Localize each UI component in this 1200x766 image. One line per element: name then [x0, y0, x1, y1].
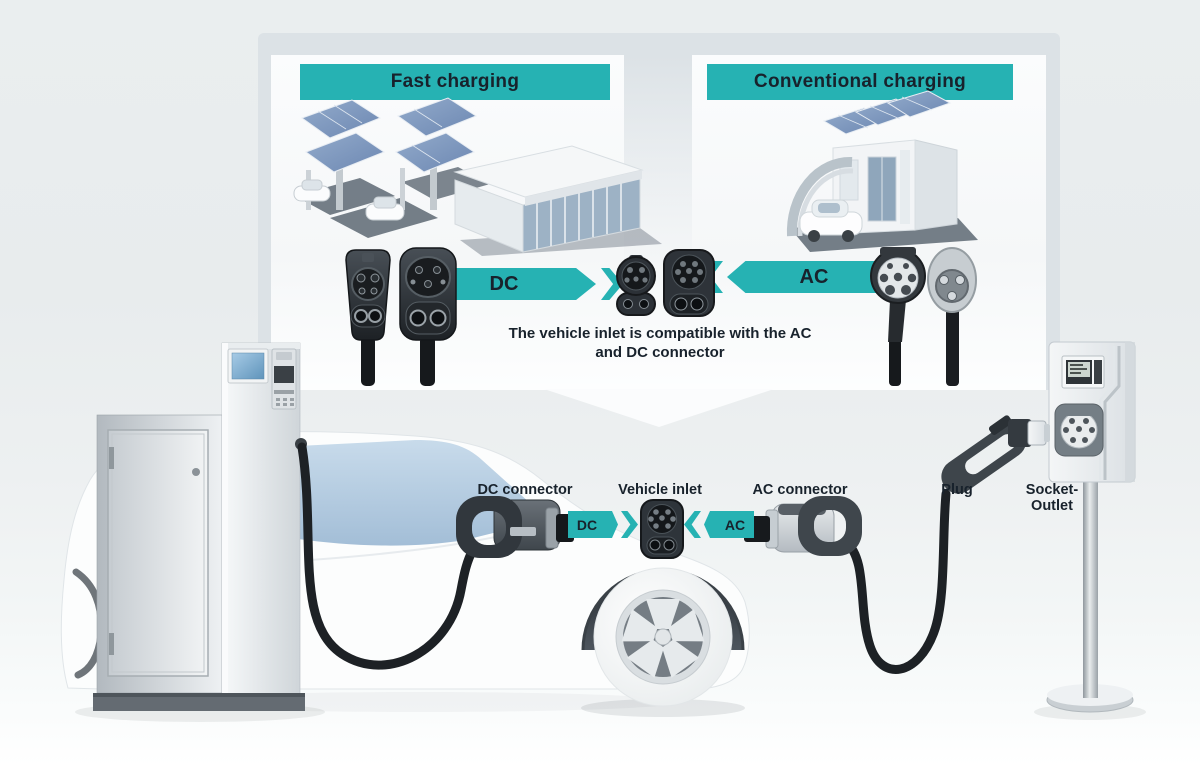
- socket-outlet-label: Socket- Outlet: [1000, 482, 1104, 514]
- dc-direction-arrow: DC: [568, 511, 618, 538]
- dc-cable: [297, 442, 478, 670]
- panel-divider: [624, 55, 692, 270]
- socket-outlet-label-line2: Outlet: [1031, 498, 1073, 514]
- ac-cable: [841, 489, 951, 674]
- ac-flow-arrow: AC: [727, 261, 881, 293]
- socket-outlet-icon: [1054, 403, 1104, 457]
- ac-connector-label: AC connector: [752, 482, 848, 498]
- vehicle-inlet-ccs-icon: [663, 249, 715, 317]
- type2-connector-icon: [870, 247, 926, 386]
- dc-connector-gun-icon: [456, 496, 574, 558]
- type1-connector-icon: [927, 247, 977, 386]
- station-screen: [231, 352, 265, 380]
- dc-charging-station-icon: [93, 342, 307, 711]
- ccs-connector-icon: [399, 247, 457, 386]
- plug-label: Plug: [941, 482, 973, 498]
- dc-connector-label: DC connector: [477, 482, 573, 498]
- fast-charging-header: Fast charging: [300, 64, 610, 100]
- chademo-connector-icon: [345, 249, 391, 386]
- ac-direction-arrow: AC: [704, 511, 754, 538]
- dc-flow-arrow: DC: [430, 268, 596, 300]
- vehicle-inlet-combo1-icon: [616, 255, 656, 316]
- plug-icon: [941, 415, 1050, 494]
- compatibility-note: The vehicle inlet is compatible with the…: [460, 324, 860, 362]
- socket-outlet-label-line1: Socket-: [1025, 482, 1079, 498]
- charging-post-icon: [1046, 341, 1136, 713]
- compatibility-note-line2: and DC connector: [595, 344, 725, 361]
- solar-house-icon: [786, 90, 978, 252]
- vehicle-inlet-icon: [640, 499, 684, 559]
- conventional-charging-header: Conventional charging: [707, 64, 1013, 100]
- compatibility-note-line1: The vehicle inlet is compatible with the…: [508, 325, 812, 342]
- station-building-icon: [453, 145, 662, 256]
- vehicle-inlet-label: Vehicle inlet: [618, 482, 702, 498]
- ac-connector-gun-icon: [744, 496, 862, 556]
- wheel-spokes: [621, 599, 705, 678]
